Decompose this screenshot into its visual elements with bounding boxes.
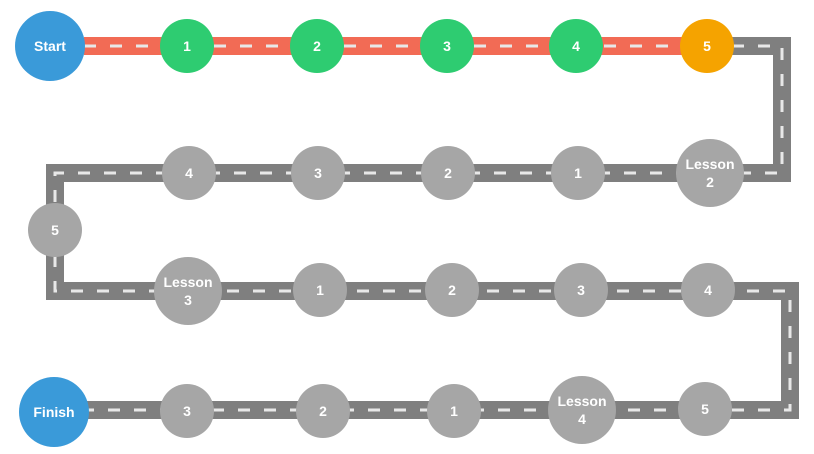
current-step-node[interactable]: 5 [680,19,734,73]
step-node[interactable]: 3 [291,146,345,200]
road-turn-right-1-dashes [732,44,784,175]
lesson-2-node[interactable]: Lesson 2 [676,139,744,207]
step-node[interactable]: 3 [420,19,474,73]
step-node[interactable]: 3 [554,263,608,317]
step-node[interactable]: 3 [160,384,214,438]
step-node[interactable]: 4 [549,19,603,73]
lesson-label: Lesson [557,393,607,409]
step-node[interactable]: 4 [162,146,216,200]
step-node[interactable]: 2 [296,384,350,438]
lesson-number: 2 [706,174,714,190]
start-node[interactable]: Start [15,11,85,81]
road-row-2 [46,164,740,210]
lesson-number: 3 [184,292,192,308]
step-node[interactable]: 1 [427,384,481,438]
lesson-number: 4 [578,411,586,427]
step-node[interactable]: 2 [421,146,475,200]
step-node[interactable]: 1 [160,19,214,73]
step-node[interactable]: 4 [681,263,735,317]
step-node[interactable]: 1 [551,146,605,200]
lesson-3-node[interactable]: Lesson 3 [154,257,222,325]
step-node[interactable]: 5 [678,382,732,436]
step-node[interactable]: 5 [28,203,82,257]
lesson-label: Lesson [685,156,735,172]
step-node[interactable]: 2 [425,263,479,317]
step-node[interactable]: 2 [290,19,344,73]
finish-node[interactable]: Finish [19,377,89,447]
lesson-4-node[interactable]: Lesson 4 [548,376,616,444]
step-node[interactable]: 1 [293,263,347,317]
lesson-label: Lesson [163,274,213,290]
road-turn-right-1 [732,37,791,182]
road-row-2-dashes [53,171,740,210]
